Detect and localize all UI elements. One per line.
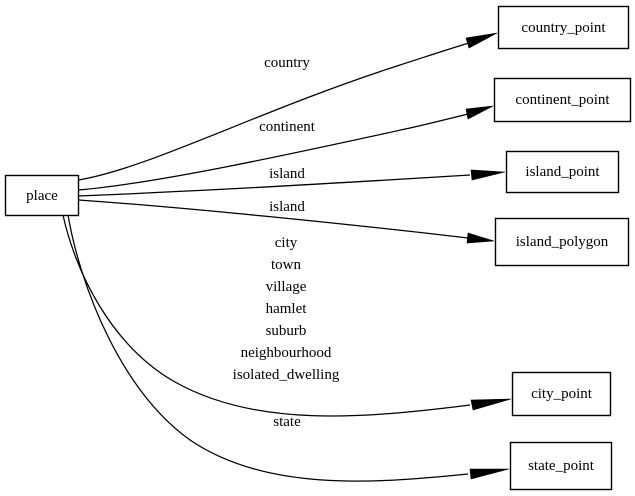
edge-label-island-point: island (269, 166, 305, 182)
edge-label-line-village: village (266, 279, 307, 295)
node-city_point[interactable]: city_point (511, 371, 612, 417)
edge-place-to-state_point (67, 214, 510, 482)
node-label: state_point (528, 458, 595, 474)
node-country_point[interactable]: country_point (497, 5, 630, 50)
node-box[interactable] (494, 217, 630, 267)
edge-place-to-continent_point (78, 105, 494, 191)
node-box[interactable] (4, 174, 80, 217)
edge-line (78, 199, 469, 239)
node-label: island_polygon (516, 234, 609, 250)
node-box[interactable] (511, 371, 612, 417)
edge-place-to-country_point (78, 32, 498, 181)
node-box[interactable] (505, 150, 620, 194)
edge-label-text: continent (259, 119, 316, 135)
edge-place-to-island_point (78, 169, 506, 197)
arrow-head-icon (469, 468, 510, 480)
node-label: place (26, 188, 58, 204)
arrow-head-icon (470, 398, 512, 411)
node-label: city_point (531, 386, 593, 402)
edge-label-line-town: town (271, 257, 302, 273)
edge-label-line-suburb: suburb (266, 323, 307, 339)
arrow-head-icon (465, 32, 498, 49)
node-box[interactable] (509, 441, 613, 491)
node-label: country_point (521, 20, 606, 36)
edge-label-state: state (273, 414, 301, 430)
edge-label-text: country (264, 55, 310, 71)
edge-place-to-island_polygon (78, 199, 495, 244)
arrow-head-icon (465, 105, 494, 120)
node-box[interactable] (493, 77, 632, 123)
edge-label-country: country (264, 55, 310, 71)
edge-label-text: island (269, 166, 305, 182)
edge-line (78, 113, 469, 191)
node-island_point[interactable]: island_point (505, 150, 620, 194)
node-state_point[interactable]: state_point (509, 441, 613, 491)
arrow-head-icon (470, 169, 506, 181)
edge-label-line-isolated-dwelling: isolated_dwelling (233, 367, 340, 383)
node-box[interactable] (497, 5, 630, 50)
edge-line (78, 174, 471, 197)
edge-label-city-multiline: city town village hamlet suburb neighbou… (233, 235, 340, 383)
edge-label-continent: continent (259, 119, 316, 135)
arrow-head-icon (466, 232, 495, 244)
edge-label-text: island (269, 199, 305, 215)
edge-label-island-polygon: island (269, 199, 305, 215)
edge-label-line-hamlet: hamlet (266, 301, 308, 317)
edge-line (67, 214, 469, 482)
node-place[interactable]: place (4, 174, 80, 217)
node-label: island_point (525, 164, 600, 180)
edge-label-text: state (273, 414, 301, 430)
node-label: continent_point (515, 92, 610, 108)
edge-label-line-city: city (275, 235, 298, 251)
edge-label-line-neighbourhood: neighbourhood (241, 345, 332, 361)
edge-line (78, 42, 470, 181)
node-continent_point[interactable]: continent_point (493, 77, 632, 123)
node-island_polygon[interactable]: island_polygon (494, 217, 630, 267)
